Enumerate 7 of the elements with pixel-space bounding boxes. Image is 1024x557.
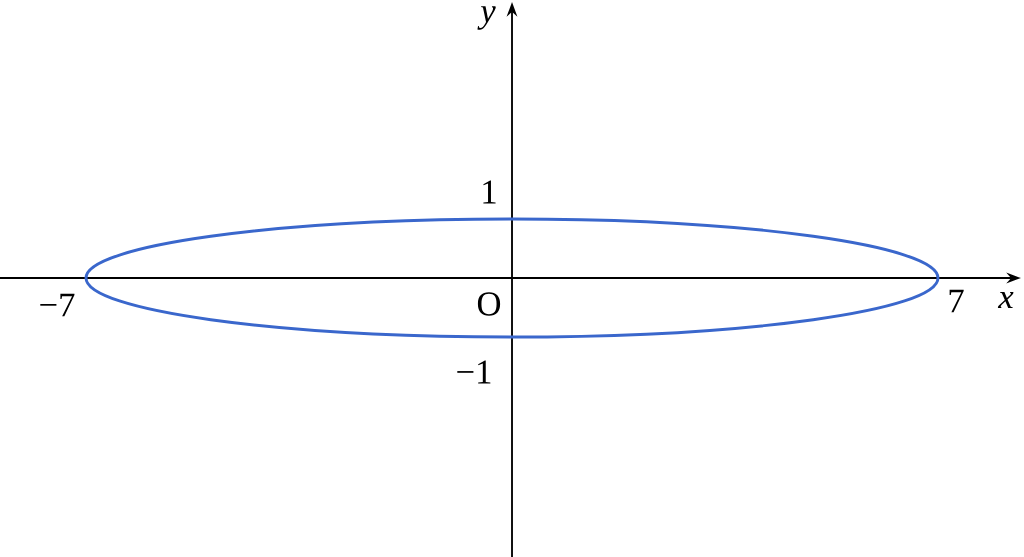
tick-label: −1 xyxy=(457,360,491,384)
tick-label: 7 xyxy=(949,289,964,313)
axis-label: x xyxy=(997,292,1014,308)
tick-label: 1 xyxy=(483,180,496,204)
axis-label: y xyxy=(477,6,496,30)
tick-label: −7 xyxy=(40,293,75,317)
origin-label: O xyxy=(477,292,501,316)
